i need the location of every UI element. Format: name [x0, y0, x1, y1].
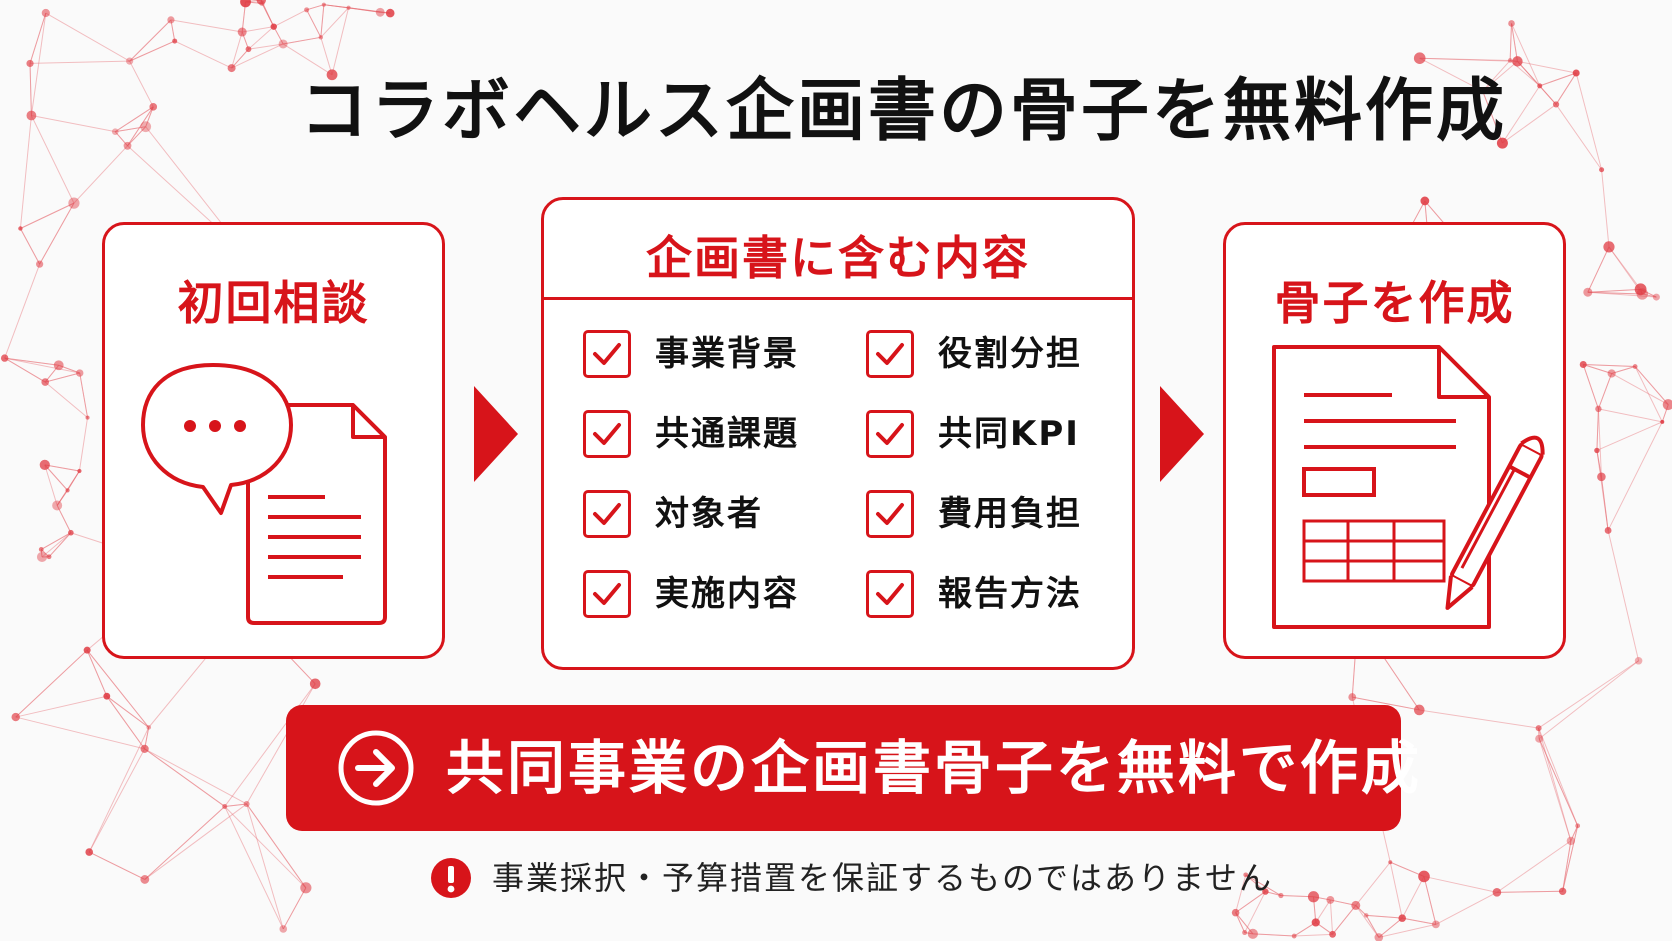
step-draft-title: 骨子を作成 [1274, 276, 1515, 330]
checkbox-checked-icon [583, 410, 631, 458]
exclamation-circle-icon [431, 858, 471, 898]
step-draft-card: 骨子を作成 [1223, 222, 1566, 659]
arrow-right-icon [1160, 386, 1204, 482]
checkbox-checked-icon [583, 570, 631, 618]
create-outline-button-label: 共同事業の企画書骨子を無料で作成 [446, 734, 1423, 802]
chat-document-icon [141, 363, 387, 625]
step-consult-title: 初回相談 [177, 276, 370, 330]
disclaimer-text: 事業採択・予算措置を保証するものではありません [492, 859, 1274, 897]
create-outline-button[interactable]: 共同事業の企画書骨子を無料で作成 [286, 705, 1419, 831]
checkbox-checked-icon [866, 570, 914, 618]
checklist-item-label: 実施内容 [655, 574, 799, 614]
divider [544, 297, 1132, 300]
arrow-right-circle-icon [338, 730, 414, 806]
page-title: コラボヘルス企画書の骨子を無料作成 [300, 72, 1508, 151]
checkbox-checked-icon [866, 410, 914, 458]
step-contents-title: 企画書に含む内容 [646, 231, 1030, 285]
checklist-item-label: 報告方法 [938, 574, 1082, 614]
checkbox-checked-icon [583, 330, 631, 378]
checklist-item-label: 事業背景 [655, 334, 799, 374]
document-pen-icon [1272, 345, 1545, 629]
step-contents-card: 企画書に含む内容 事業背景共通課題対象者実施内容 役割分担共同KPI 費用負担報告方… [541, 197, 1135, 670]
checkbox-checked-icon [866, 330, 914, 378]
checklist-item-label: 共同KPI [938, 414, 1080, 454]
checklist-item-label: 共通課題 [655, 414, 799, 454]
step-consult-card: 初回相談 [102, 222, 445, 659]
checklist-item-label: 費用負担 [938, 494, 1082, 534]
checkbox-checked-icon [583, 490, 631, 538]
checklist-item-label: 役割分担 [938, 334, 1082, 374]
arrow-right-icon [474, 386, 518, 482]
checklist-item-label: 対象者 [655, 494, 763, 534]
checkbox-checked-icon [866, 490, 914, 538]
